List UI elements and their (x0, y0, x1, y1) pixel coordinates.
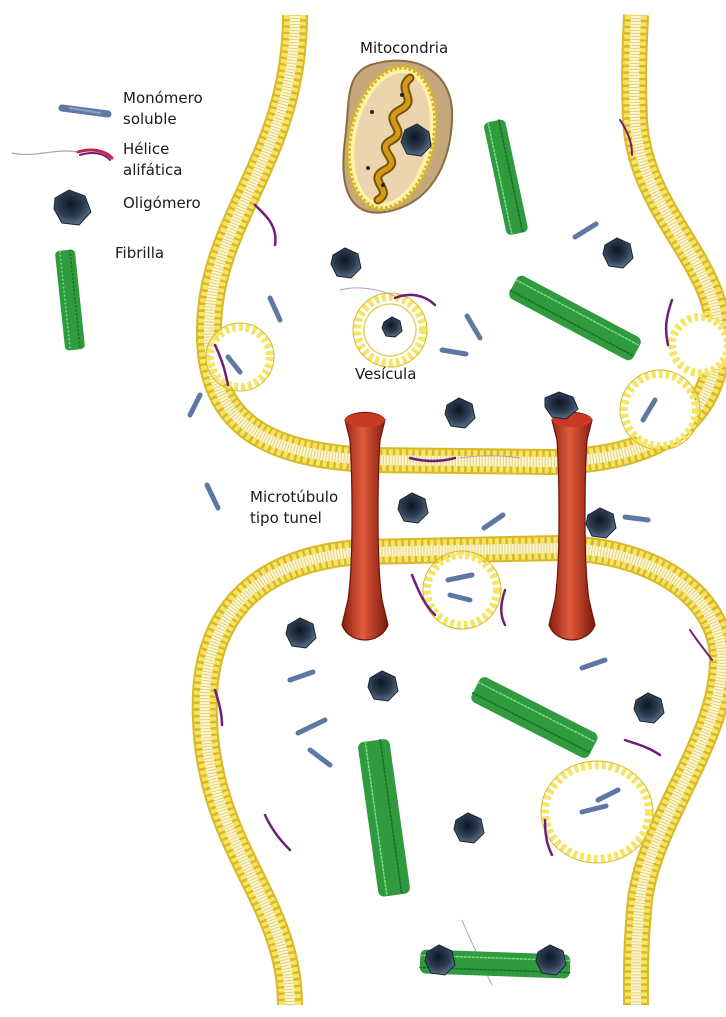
legend-helix-line1: Hélice (123, 139, 169, 160)
legend-monomer-line1: Monómero (123, 88, 203, 109)
legend-oligomer-label: Oligómero (123, 193, 201, 214)
mitochondria-label: Mitocondria (360, 38, 448, 59)
vesicle-label: Vesícula (355, 364, 416, 385)
legend-monomer-line2: soluble (123, 109, 177, 130)
legend-fibril-label: Fibrilla (115, 243, 164, 264)
tunnel-label-line2: tipo tunel (250, 508, 322, 529)
tunnel-label-line1: Microtúbulo (250, 487, 338, 508)
mitochondria-icon (336, 59, 452, 217)
monomer-icon (62, 108, 108, 114)
vesicle-postsynaptic-right (541, 761, 653, 863)
oligomer-icon (54, 190, 91, 225)
legend-helix-line2: alifática (123, 160, 183, 181)
vesicle-postsynaptic-top (423, 551, 501, 629)
fibril-icon (55, 249, 85, 351)
helix-icon (12, 150, 112, 160)
vesicle-presynaptic-left (206, 323, 274, 391)
